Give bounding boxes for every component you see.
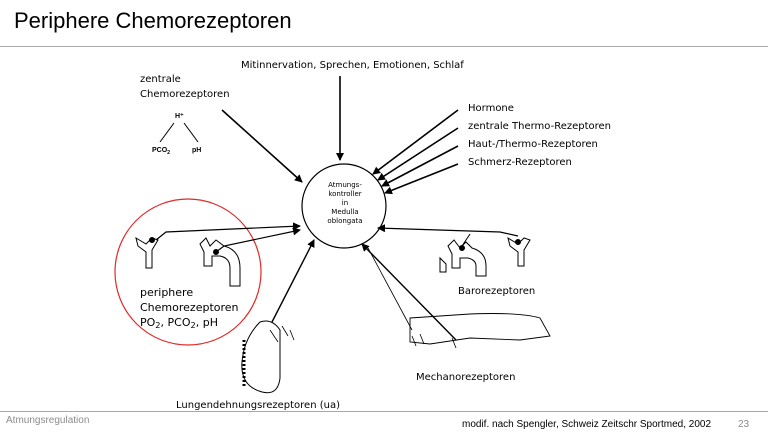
aortic-arch-icon [199, 237, 241, 287]
central-chemo-label: zentrale Chemorezeptoren [140, 72, 230, 102]
peripheral-chemo-highlight [114, 198, 262, 346]
pco2-label: PCO2 [152, 147, 171, 156]
po2-sub: 2 [155, 320, 161, 330]
lung-stretch-label: Lungendehnungsrezeptoren (ua) [176, 400, 340, 411]
h-ion-branch-right [183, 122, 199, 143]
baroreceptor-carotid-icon [507, 236, 531, 267]
po2-base: PO [140, 316, 156, 329]
carotid-body-icon [135, 236, 159, 269]
arrow-mechano [361, 243, 457, 341]
arrow-hormone [372, 109, 459, 175]
arrow-carotid [155, 222, 301, 241]
respiratory-controller-circle [301, 163, 387, 249]
pco2-base: PCO [152, 147, 168, 154]
mechanoreceptors-label: Mechanorezeptoren [416, 372, 516, 383]
right-input-label: Hormone [468, 103, 514, 114]
h-ion-label: H⁺ [175, 113, 184, 120]
title-divider [0, 46, 768, 47]
pco2-base: PCO [167, 316, 191, 329]
controller-label: Atmungs- kontroller in Medulla oblongata [306, 181, 384, 226]
lung-icon [241, 320, 295, 394]
controller-label-line: oblongata [327, 217, 363, 225]
baroreceptors-label: Barorezeptoren [458, 286, 536, 297]
controller-label-line: in [341, 199, 349, 207]
central-chemo-line: Chemorezeptoren [140, 89, 230, 100]
pco2-sub: 2 [167, 150, 171, 156]
peripheral-chemo-gases: PO2, PCO2, pH [140, 315, 239, 330]
peripheral-chemo-label: periphere Chemorezeptoren PO2, PCO2, pH [140, 285, 239, 330]
arrow-skin-thermo [381, 145, 459, 187]
right-input-label: Haut-/Thermo-Rezeptoren [468, 139, 598, 150]
slide-title: Periphere Chemorezeptoren [14, 8, 292, 33]
arrow-pain [384, 163, 459, 195]
arrow-central-thermo [377, 127, 459, 181]
peripheral-chemo-line: periphere [140, 286, 194, 299]
arrow-lung-stretch [271, 239, 315, 323]
h-ion-branch-left [159, 122, 175, 143]
page-number: 23 [738, 419, 750, 430]
top-input-label: Mitinnervation, Sprechen, Emotionen, Sch… [241, 60, 464, 71]
footer-citation: modif. nach Spengler, Schweiz Zeitschr S… [462, 419, 712, 430]
central-chemo-line: zentrale [140, 74, 181, 85]
ph-label: pH [192, 147, 202, 154]
baroreceptor-aortic-icon [439, 239, 487, 277]
mechano-secondary-line [367, 247, 413, 331]
arrow-central-chemo [221, 109, 303, 183]
baro-link [461, 233, 471, 247]
gas-separator: , [160, 316, 168, 329]
arrow-aortic [215, 227, 301, 253]
footer-topic: Atmungsregulation [6, 415, 90, 426]
controller-label-line: Atmungs- [328, 181, 362, 189]
arrow-baroreceptors [377, 224, 519, 237]
pco2-sub: 2 [190, 320, 196, 330]
gas-separator: , pH [195, 316, 219, 329]
leg-icon [409, 313, 551, 349]
right-input-label: Schmerz-Rezeptoren [468, 157, 572, 168]
controller-label-line: kontroller [328, 190, 362, 198]
footer-divider [0, 411, 768, 412]
right-input-label: zentrale Thermo-Rezeptoren [468, 121, 612, 132]
peripheral-chemo-line: Chemorezeptoren [140, 301, 239, 314]
controller-label-line: Medulla [331, 208, 359, 216]
